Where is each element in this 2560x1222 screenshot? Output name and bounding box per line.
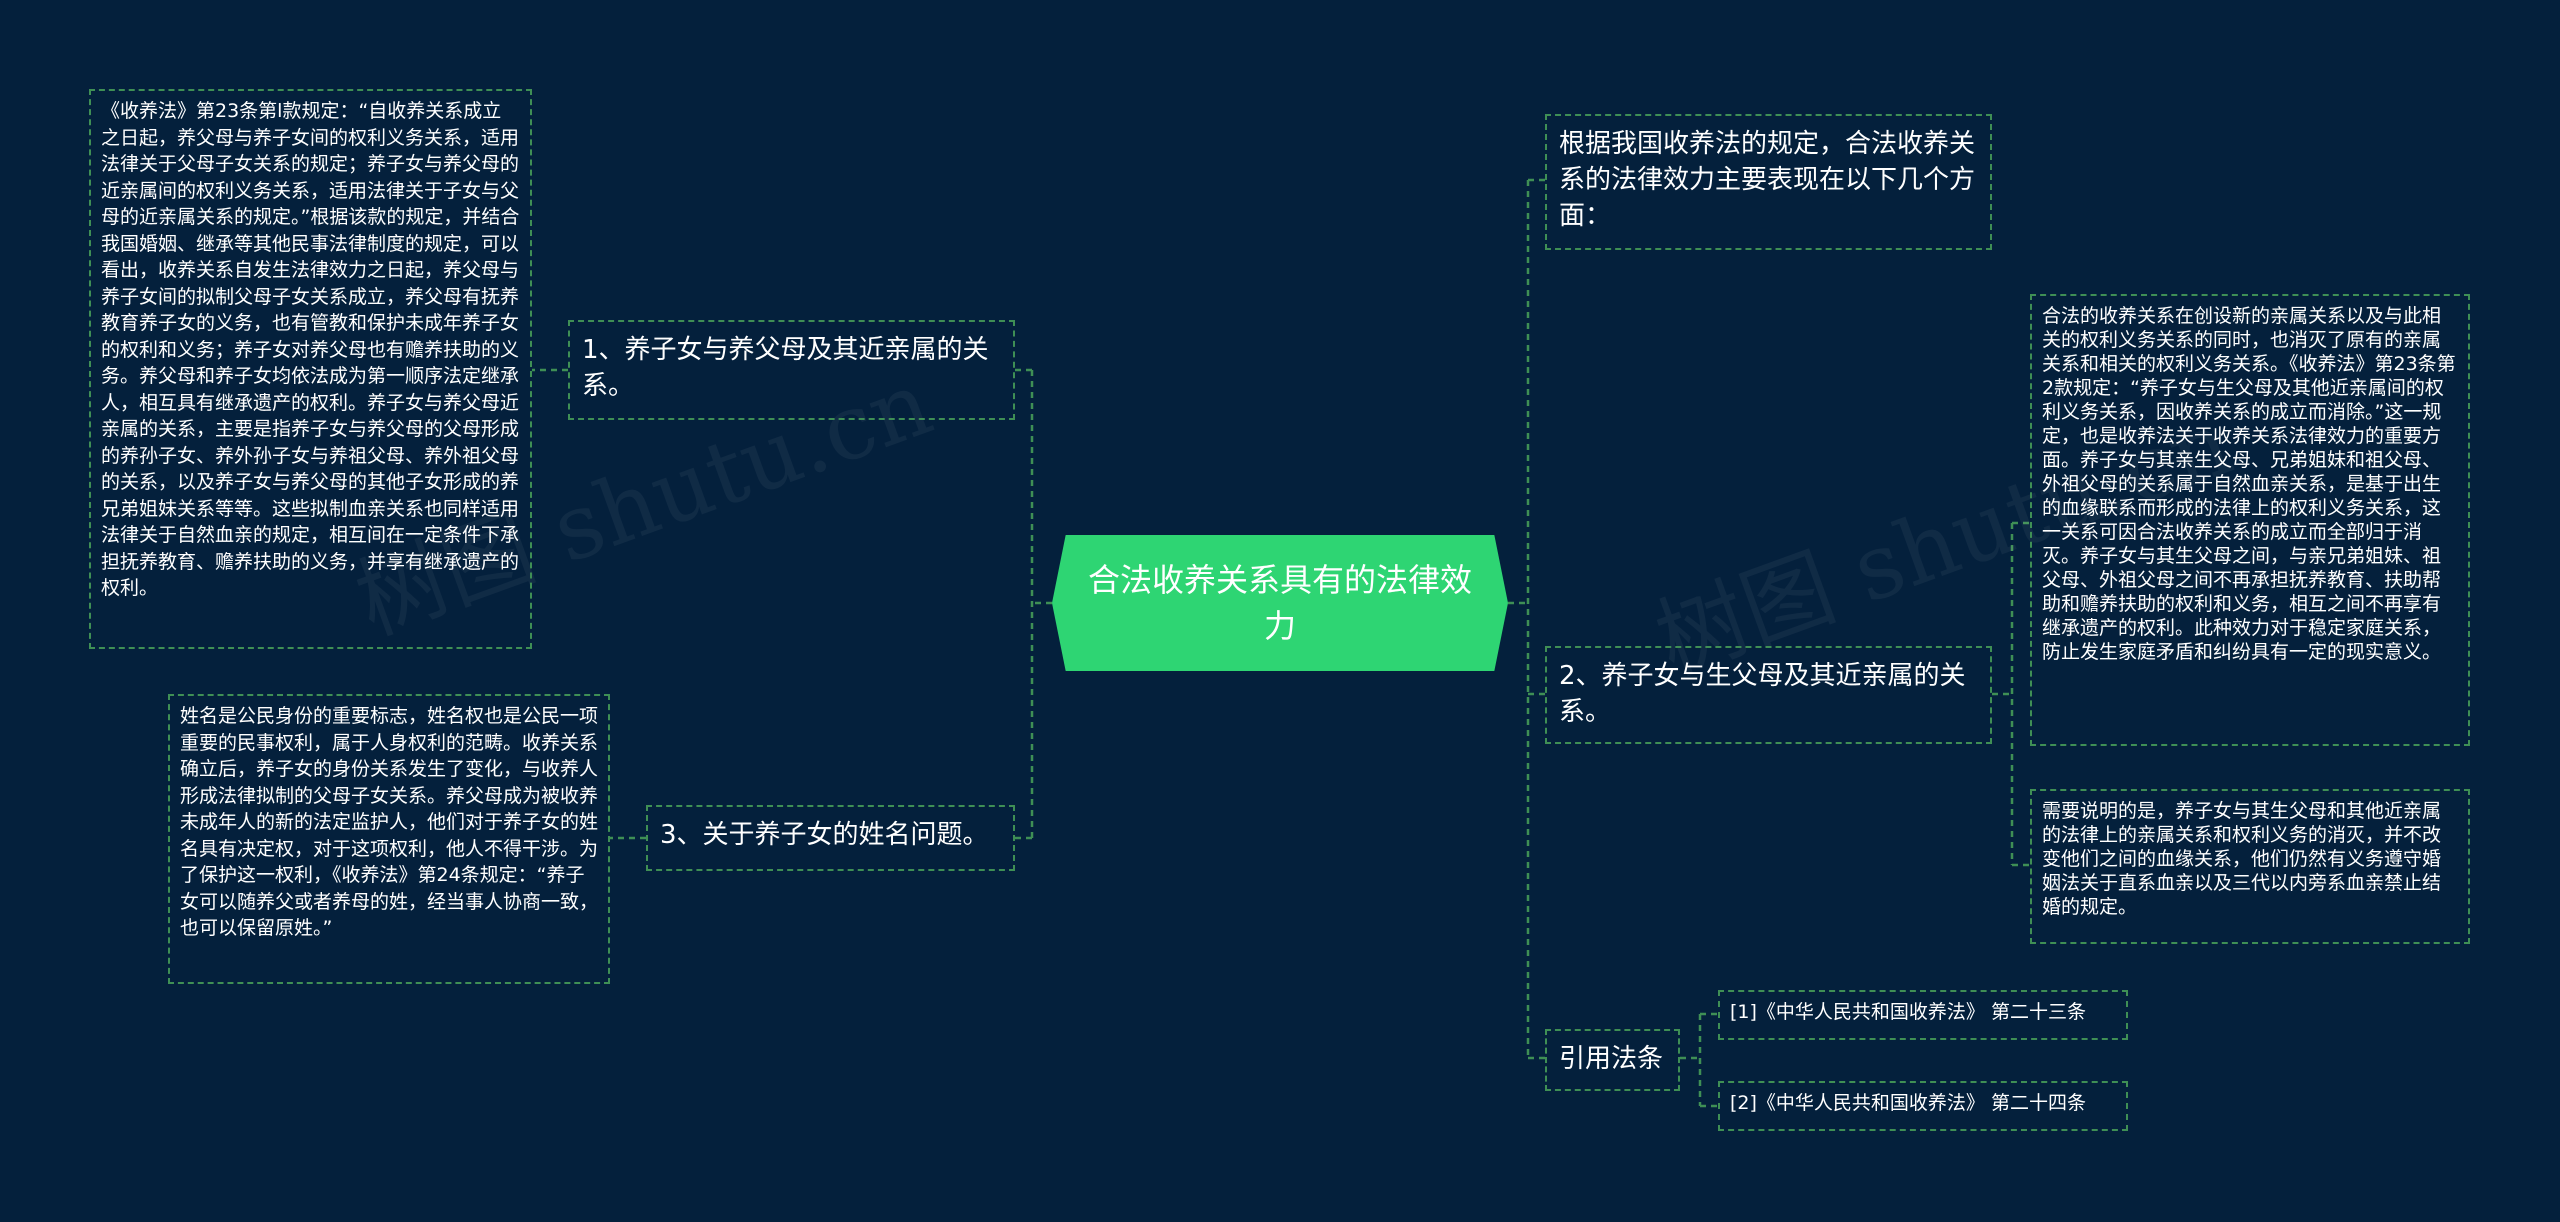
adoptive-parents-detail-text: 《收养法》第23条第l款规定：“自收养关系成立之日起，养父母与养子女间的权利义务… <box>101 100 520 599</box>
citation-node[interactable]: 引用法条 <box>1545 1029 1680 1091</box>
birth-parents-detail-2[interactable]: 需要说明的是，养子女与其生父母和其他近亲属的法律上的亲属关系和权利义务的消灭，并… <box>2030 789 2470 944</box>
adoptive-parents-detail[interactable]: 《收养法》第23条第l款规定：“自收养关系成立之日起，养父母与养子女间的权利义务… <box>89 89 532 649</box>
birth-parents-detail-1-text: 合法的收养关系在创设新的亲属关系以及与此相关的权利义务关系的同时，也消灭了原有的… <box>2042 305 2456 663</box>
central-topic-label: 合法收养关系具有的法律效力 <box>1087 561 1472 645</box>
citation-ref-2[interactable]: [2]《中华人民共和国收养法》 第二十四条 <box>1718 1081 2128 1131</box>
branch-birth-parents[interactable]: 2、养子女与生父母及其近亲属的关系。 <box>1545 646 1992 744</box>
branch-birth-parents-label: 2、养子女与生父母及其近亲属的关系。 <box>1559 661 1966 727</box>
birth-parents-detail-2-text: 需要说明的是，养子女与其生父母和其他近亲属的法律上的亲属关系和权利义务的消灭，并… <box>2042 800 2442 918</box>
connector-branch2-details <box>1992 521 2030 867</box>
intro-text: 根据我国收养法的规定，合法收养关系的法律效力主要表现在以下几个方面： <box>1559 129 1976 231</box>
citation-ref-1-text: [1]《中华人民共和国收养法》 第二十三条 <box>1730 1001 2086 1023</box>
branch-name-issue-label: 3、关于养子女的姓名问题。 <box>660 820 989 850</box>
branch-adoptive-parents-label: 1、养子女与养父母及其近亲属的关系。 <box>582 335 989 401</box>
citation-ref-2-text: [2]《中华人民共和国收养法》 第二十四条 <box>1730 1092 2086 1114</box>
connector-center-right-trunk <box>1508 180 1530 1058</box>
intro-node[interactable]: 根据我国收养法的规定，合法收养关系的法律效力主要表现在以下几个方面： <box>1545 114 1992 250</box>
name-issue-detail[interactable]: 姓名是公民身份的重要标志，姓名权也是公民一项重要的民事权利，属于人身权利的范畴。… <box>168 694 610 984</box>
central-topic[interactable]: 合法收养关系具有的法律效力 <box>1052 535 1508 671</box>
branch-name-issue[interactable]: 3、关于养子女的姓名问题。 <box>646 805 1015 871</box>
citation-label: 引用法条 <box>1559 1044 1664 1074</box>
citation-ref-1[interactable]: [1]《中华人民共和国收养法》 第二十三条 <box>1718 990 2128 1040</box>
connector-citation-refs <box>1680 1012 1718 1108</box>
connector-center-left-trunk <box>1030 370 1052 838</box>
birth-parents-detail-1[interactable]: 合法的收养关系在创设新的亲属关系以及与此相关的权利义务关系的同时，也消灭了原有的… <box>2030 294 2470 746</box>
branch-adoptive-parents[interactable]: 1、养子女与养父母及其近亲属的关系。 <box>568 320 1015 420</box>
name-issue-detail-text: 姓名是公民身份的重要标志，姓名权也是公民一项重要的民事权利，属于人身权利的范畴。… <box>180 705 599 939</box>
